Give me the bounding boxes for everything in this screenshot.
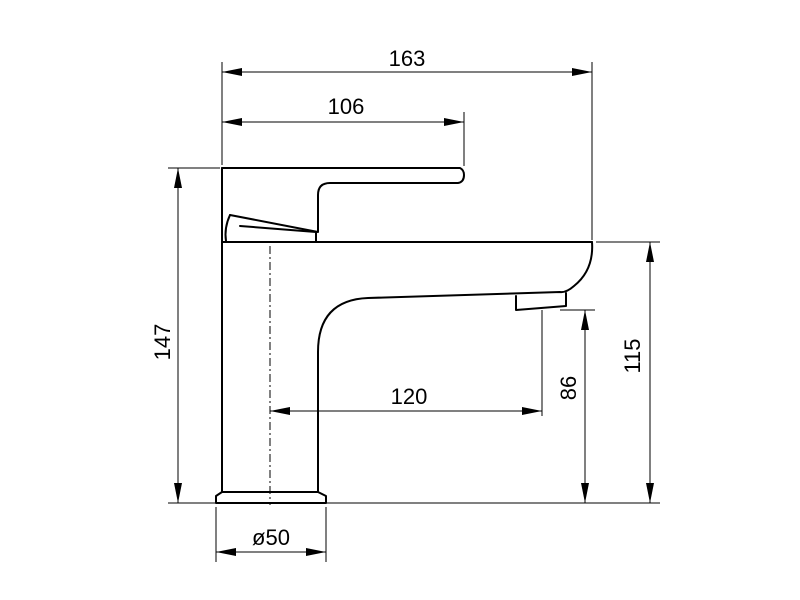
cartridge-cap xyxy=(239,225,317,242)
lever-base xyxy=(224,214,231,242)
dimension-base-diameter: ø50 xyxy=(216,525,326,556)
dim-label-147: 147 xyxy=(150,324,175,361)
dim-label-50: ø50 xyxy=(252,525,290,550)
aerator xyxy=(515,292,567,311)
extension-lines xyxy=(168,62,660,562)
dimension-spout-reach: 120 xyxy=(270,384,542,415)
dimension-spout-height: 86 xyxy=(556,310,589,503)
dim-label-163: 163 xyxy=(389,46,426,71)
lever-handle xyxy=(221,167,465,233)
dimension-handle-length: 106 xyxy=(222,94,464,126)
dimension-body-height: 115 xyxy=(620,242,654,503)
spout xyxy=(317,241,594,493)
dim-label-106: 106 xyxy=(328,94,365,119)
dimension-total-height: 147 xyxy=(150,168,182,503)
dim-label-115: 115 xyxy=(620,338,645,373)
base xyxy=(215,491,327,504)
dim-label-120: 120 xyxy=(391,384,428,409)
faucet-outline xyxy=(215,167,594,504)
dimension-overall-length: 163 xyxy=(222,46,592,76)
dim-label-86: 86 xyxy=(556,376,581,400)
